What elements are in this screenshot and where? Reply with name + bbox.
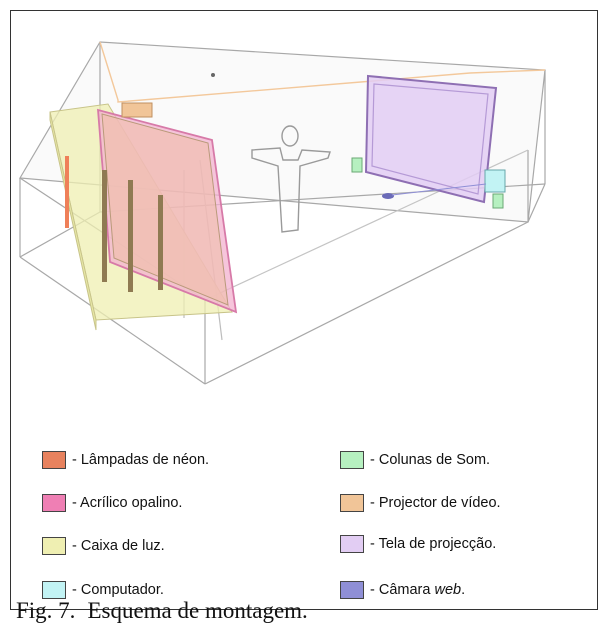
- legend-swatch-computer: [42, 581, 66, 599]
- legend-swatch-acrylic: [42, 494, 66, 512]
- legend-item-speakers: - Colunas de Som.: [340, 451, 490, 469]
- legend-label-webcam-emph: web: [434, 582, 462, 598]
- legend-item-lightbox: - Caixa de luz.: [42, 537, 165, 555]
- figure-caption-text: Esquema de montagem.: [87, 598, 308, 623]
- legend-item-screen: - Tela de projecção.: [340, 535, 496, 553]
- legend-label-neon: - Lâmpadas de néon.: [72, 452, 210, 468]
- legend-label-webcam-suffix: .: [461, 582, 466, 598]
- projector-box: [121, 102, 153, 118]
- legend-swatch-neon: [42, 451, 66, 469]
- legend-swatch-speakers: [340, 451, 364, 469]
- legend-item-projector: - Projector de vídeo.: [340, 494, 501, 512]
- projector-beam-line: [99, 41, 546, 103]
- legend-item-neon: - Lâmpadas de néon.: [42, 451, 209, 469]
- legend-item-acrylic: - Acrílico opalino.: [42, 494, 182, 512]
- figure-caption: Fig. 7. Esquema de montagem.: [16, 598, 308, 624]
- legend-label-webcam-prefix: - Câmara: [370, 582, 435, 598]
- person-figure: [251, 125, 331, 233]
- legend-label-speakers: - Colunas de Som.: [370, 452, 491, 468]
- figure-number: Fig. 7.: [16, 598, 76, 623]
- projection-screen: [364, 74, 498, 204]
- legend-item-computer: - Computador.: [42, 581, 164, 599]
- web-camera: [382, 183, 487, 199]
- legend-label-lightbox: - Caixa de luz.: [72, 538, 165, 554]
- legend-label-computer: - Computador.: [72, 582, 164, 598]
- legend-swatch-lightbox: [42, 537, 66, 555]
- legend-swatch-screen: [340, 535, 364, 553]
- ceiling-point: [211, 73, 215, 77]
- acrylic-inner: [101, 113, 229, 306]
- legend-swatch-projector: [340, 494, 364, 512]
- legend-label-projector: - Projector de vídeo.: [370, 495, 501, 511]
- neon-lamps: [65, 156, 163, 292]
- legend-label-acrylic: - Acrílico opalino.: [72, 495, 183, 511]
- legend-label-screen: - Tela de projecção.: [370, 536, 497, 552]
- legend-swatch-webcam: [340, 581, 364, 599]
- legend-label-webcam: - Câmara web.: [370, 582, 465, 598]
- computer-box: [484, 169, 506, 193]
- legend-item-webcam: - Câmara web.: [340, 581, 465, 599]
- speakers: [351, 157, 504, 209]
